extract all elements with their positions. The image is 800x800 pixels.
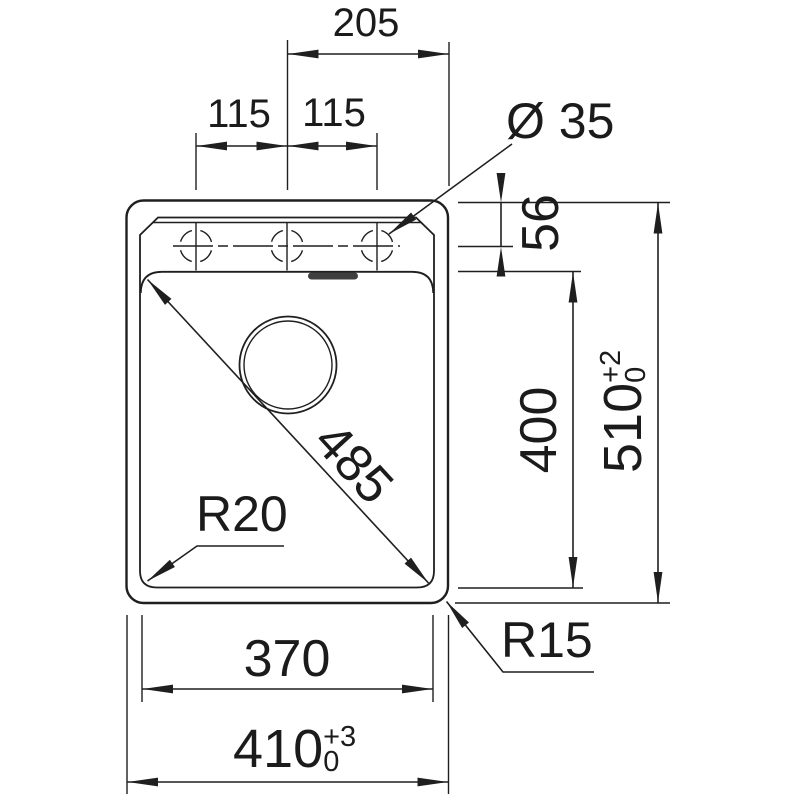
dim-label-510: 510+20	[593, 350, 653, 473]
extension-lines	[126, 40, 670, 794]
bowl-top-edge	[139, 270, 435, 294]
arrow-56-top	[496, 173, 506, 203]
arrow-56-bottom	[496, 247, 506, 277]
dim-label-510-value: 510	[593, 383, 653, 473]
dim-label-370: 370	[244, 630, 331, 688]
leader-r20	[147, 545, 284, 582]
dim-label-205: 205	[333, 1, 400, 45]
dim-line-485-diagonal	[146, 278, 430, 584]
dim-label-510-tol-plus: +2	[595, 350, 627, 383]
dim-label-400: 400	[510, 387, 568, 474]
dim-label-hole-diameter: Ø 35	[506, 93, 614, 149]
drain-hole-outer-circle	[238, 315, 338, 415]
tap-holes	[173, 222, 400, 271]
dim-label-410-value: 410	[233, 719, 323, 779]
dim-label-115-right: 115	[302, 91, 366, 135]
dimension-lines	[127, 49, 663, 787]
drain-hole-inner-circle	[243, 320, 333, 410]
leader-r15	[445, 600, 594, 673]
dim-label-r15: R15	[501, 612, 593, 668]
dim-label-56: 56	[512, 194, 570, 252]
leader-hole-diameter	[388, 143, 513, 235]
dim-label-510-tol-minus: 0	[620, 367, 652, 383]
sink-inner-rim-outline	[139, 216, 435, 589]
sink-body	[125, 199, 450, 605]
sink-outer-outline	[125, 199, 450, 605]
dim-label-485: 485	[303, 412, 404, 515]
dim-label-r20: R20	[196, 486, 288, 542]
dim-label-410-tol-minus: 0	[323, 746, 339, 778]
dim-label-410-tol-plus: +3	[323, 721, 356, 753]
overflow-slot	[308, 272, 358, 280]
dimension-labels: 205 115 115 Ø 35 56 400 510+20 485 R20 R…	[196, 1, 653, 779]
dim-label-115-left: 115	[207, 92, 271, 136]
